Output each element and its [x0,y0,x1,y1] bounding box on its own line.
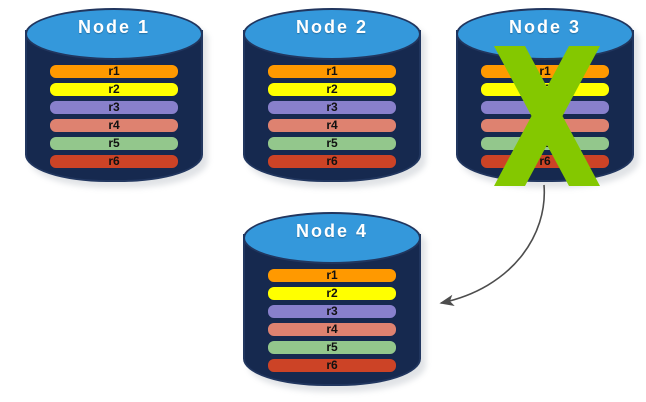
record-bar: r1 [49,64,179,79]
record-bar: r4 [267,322,397,337]
node-1-cylinder-top [25,8,203,60]
record-bar: r4 [480,118,610,133]
record-bar: r5 [49,136,179,151]
record-bar: r5 [267,136,397,151]
record-bar: r2 [480,82,610,97]
node-2-title: Node 2 [295,17,368,37]
node-3-title: Node 3 [508,17,581,37]
node-4-title: Node 4 [295,221,368,241]
node-2-cylinder-top [243,8,421,60]
node-3[interactable]: Node 3 r1 r2 r3 r4 r5 r6 [456,8,639,190]
record-bar: r2 [267,82,397,97]
record-bar: r1 [480,64,610,79]
record-bar: r1 [267,268,397,283]
record-bar: r3 [480,100,610,115]
record-bar: r5 [267,340,397,355]
node-2[interactable]: Node 2 r1 r2 r3 r4 r5 r6 [243,8,426,190]
record-bar: r2 [267,286,397,301]
record-bar: r4 [267,118,397,133]
record-bar: r3 [267,100,397,115]
record-bar: r6 [267,154,397,169]
node-2-records: r1 r2 r3 r4 r5 r6 [267,64,397,172]
record-bar: r6 [480,154,610,169]
record-bar: r3 [49,100,179,115]
record-bar: r4 [49,118,179,133]
record-bar: r3 [267,304,397,319]
node-1-title: Node 1 [77,17,150,37]
node-4-cylinder-top [243,212,421,264]
record-bar: r5 [480,136,610,151]
node-4[interactable]: Node 4 r1 r2 r3 r4 r5 r6 [243,212,426,394]
node-4-records: r1 r2 r3 r4 r5 r6 [267,268,397,376]
node-1-records: r1 r2 r3 r4 r5 r6 [49,64,179,172]
record-bar: r1 [267,64,397,79]
arrow-path [439,184,546,306]
record-bar: r2 [49,82,179,97]
node-1[interactable]: Node 1 r1 r2 r3 r4 r5 r6 [25,8,208,190]
node-3-records: r1 r2 r3 r4 r5 r6 [480,64,610,172]
record-bar: r6 [267,358,397,373]
record-bar: r6 [49,154,179,169]
